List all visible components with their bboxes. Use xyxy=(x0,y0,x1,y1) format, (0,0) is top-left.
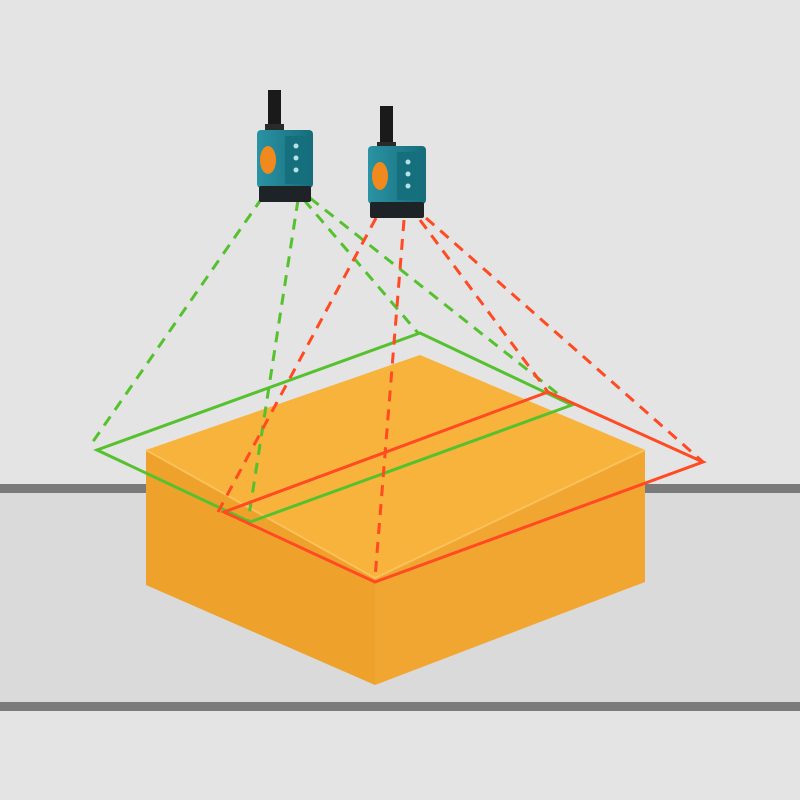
red-detection-area xyxy=(220,390,707,584)
green-beam-ray xyxy=(90,197,264,444)
sensor-base xyxy=(259,186,311,202)
photoelectric-sensor-icon xyxy=(257,90,313,202)
photoelectric-sensor-icon xyxy=(368,106,426,218)
sensor-cable xyxy=(268,90,281,132)
box-front-face xyxy=(146,450,375,685)
red-beam-ray xyxy=(373,219,406,579)
sensor-window xyxy=(260,146,276,174)
green-beam-ray xyxy=(302,199,420,334)
conveyor-rail-bottom xyxy=(0,702,800,711)
green-beam-ray xyxy=(246,199,300,523)
red-beam xyxy=(216,216,707,584)
box-edge-highlight xyxy=(145,449,646,580)
green-beam xyxy=(90,196,576,524)
sensor-window xyxy=(372,162,388,190)
sensor-base xyxy=(370,202,424,218)
red-beam-ray xyxy=(425,216,704,464)
sensor-cable xyxy=(380,106,393,150)
green-detection-area xyxy=(93,331,576,524)
red-beam-ray xyxy=(418,219,550,393)
